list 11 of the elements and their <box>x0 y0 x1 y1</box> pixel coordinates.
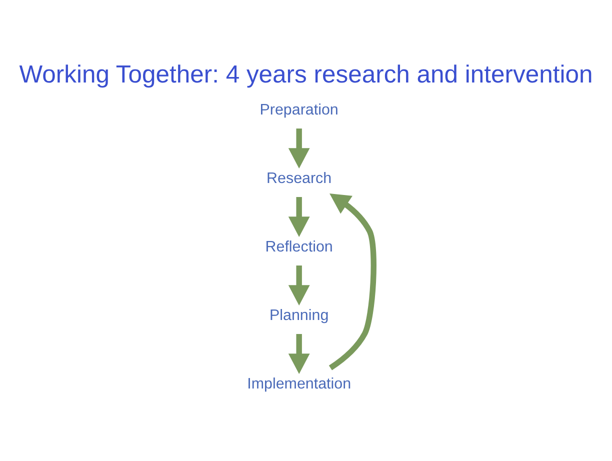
arrow <box>288 334 310 374</box>
node-text: Research <box>266 170 332 188</box>
node-text: Planning <box>269 307 329 324</box>
arrow <box>288 128 310 169</box>
node-text: Reflection <box>265 238 333 256</box>
diagram-title: Working Together: 4 years research and intervention <box>19 61 593 88</box>
arrow <box>288 197 310 238</box>
arrow <box>288 266 310 306</box>
node-text: Preparation <box>260 102 338 119</box>
arrow <box>328 194 376 370</box>
node-text: Implementation <box>247 376 352 393</box>
